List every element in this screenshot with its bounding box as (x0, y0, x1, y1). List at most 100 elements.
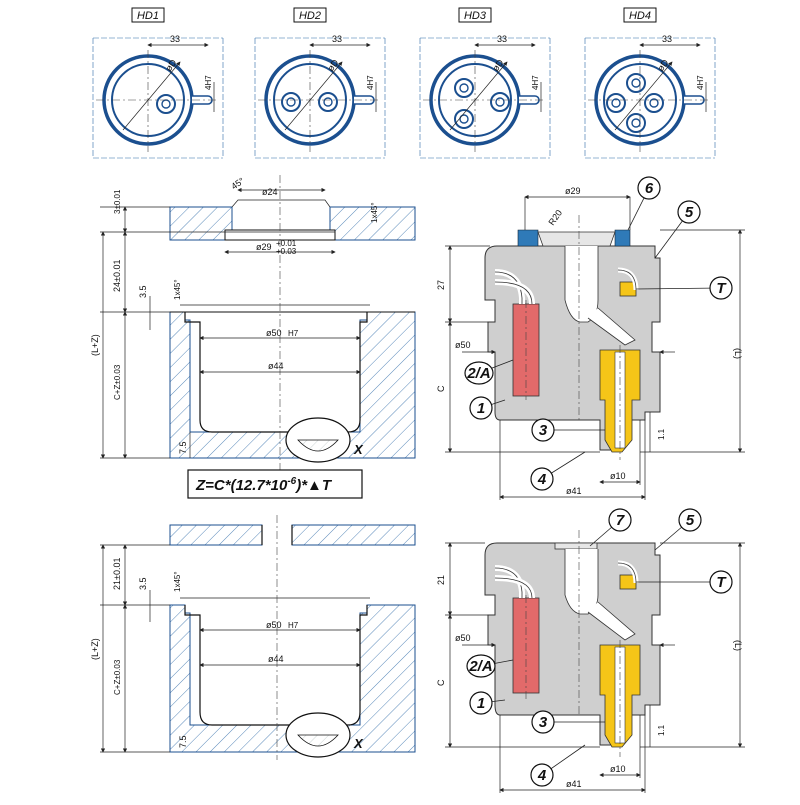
asm-b-h11-label: 1.1 (657, 724, 666, 736)
svg-text:4: 4 (537, 471, 547, 488)
dim-4h7-label: 4H7 (366, 75, 375, 90)
asm-b-h21-label: 21 (436, 575, 446, 585)
svg-text:5: 5 (685, 204, 694, 221)
formula-exponent: -6 (287, 476, 296, 487)
svg-text:1: 1 (477, 695, 485, 712)
head-label: HD4 (629, 10, 651, 22)
dim-33-label: 33 (332, 34, 342, 44)
asm-d41-label: ø41 (566, 486, 582, 496)
svg-text:5: 5 (686, 512, 695, 529)
head-label: HD1 (137, 10, 159, 22)
callout-2-a: 2/A (466, 654, 514, 678)
chamfer-top-label: 1x45° (370, 202, 379, 223)
chamfer-mid-label: 1x45° (173, 279, 182, 300)
asm-h27-label: 27 (436, 280, 446, 290)
callouts-top: 6 5T 2/A 1 3 4 (464, 176, 733, 491)
h21-label: 21±0.01 (112, 558, 122, 590)
d50-label-b: ø50 (266, 620, 282, 630)
section-view-bottom: 21±0.01 3.5 1x45° (L+Z) C+Z±0.03 ø50 H7 … (90, 515, 416, 760)
h75-label-b: 7.5 (178, 735, 188, 748)
svg-text:3: 3 (539, 714, 548, 731)
dim-33-label: 33 (662, 34, 672, 44)
svg-text:Z=C*(12.7*10-6)*▲T: Z=C*(12.7*10-6)*▲T (195, 476, 333, 494)
dim-4h7-label: 4H7 (204, 75, 213, 90)
formula-tail: )*▲T (294, 477, 333, 494)
h75-label: 7.5 (178, 441, 188, 454)
svg-text:4: 4 (537, 767, 547, 784)
asm-d29-label: ø29 (565, 186, 581, 196)
dim-33-label: 33 (170, 34, 180, 44)
d50-tol-label-b: H7 (288, 621, 299, 630)
lz-label-b: (L+Z) (90, 638, 100, 660)
formula-box: Z=C*(12.7*10-6)*▲T (187, 469, 363, 499)
callout-5: 5 (654, 200, 701, 259)
callout-2-a: 2/A (464, 359, 514, 385)
dim-33-label: 33 (497, 34, 507, 44)
asm-r20-label: R20 (546, 208, 564, 227)
callout-1: 1 (469, 396, 506, 420)
formula-text: Z=C*(12.7*10 (195, 477, 288, 494)
asm-b-l-label: (L) (733, 640, 743, 651)
angle-label: 45° (229, 175, 246, 191)
asm-l-label: (L) (733, 348, 743, 359)
svg-text:3: 3 (539, 422, 548, 439)
dim-4h7-label: 4H7 (696, 75, 705, 90)
svg-text:2/A: 2/A (466, 365, 490, 382)
detail-x-label-b: X (353, 736, 364, 751)
callout-t: T (636, 570, 733, 594)
chamfer-label-b: 1x45° (173, 571, 182, 592)
d44-label: ø44 (268, 361, 284, 371)
h24-label: 24±0.01 (112, 260, 122, 292)
svg-text:7: 7 (616, 512, 625, 529)
callout-t: T (635, 276, 733, 300)
d50-tol-label: H7 (288, 329, 299, 338)
detail-x-label: X (353, 442, 364, 457)
d29-tol-dn: +0.03 (276, 247, 297, 256)
asm-h11-label: 1.1 (657, 428, 666, 440)
callout-3: 3 (531, 710, 605, 734)
lz-label: (L+Z) (90, 334, 100, 356)
asm-b-d50-label: ø50 (455, 633, 471, 643)
asm-d10-label: ø10 (610, 471, 626, 481)
asm-c-label: C (436, 385, 446, 392)
assembly-view-top: ø29 R20 27 ø50 C (L) 1.1 ø10 ø41 6 5T 2/A 1… (436, 176, 745, 500)
section-view-top: 45° ø24 1x45° ø29 +0.01 +0.03 3±0.01 24±… (90, 175, 416, 470)
d29-label: ø29 (256, 242, 272, 252)
h35-label: 3.5 (138, 285, 148, 298)
d44-label-b: ø44 (268, 654, 284, 664)
d50-label: ø50 (266, 328, 282, 338)
h35-label-b: 3.5 (138, 577, 148, 590)
cz-label-b: C+Z±0.03 (113, 659, 122, 695)
callout-7: 7 (589, 508, 632, 547)
svg-text:1: 1 (477, 400, 485, 417)
d24-label: ø24 (262, 187, 278, 197)
d29-tol-up: +0.01 (276, 239, 297, 248)
dim-4h7-label: 4H7 (531, 75, 540, 90)
asm-b-d41-label: ø41 (566, 779, 582, 789)
h3-label: 3±0.01 (113, 189, 122, 214)
callout-1: 1 (469, 691, 506, 715)
cz-label: C+Z±0.03 (113, 364, 122, 400)
svg-text:2/A: 2/A (468, 658, 492, 675)
head-label: HD2 (299, 10, 321, 22)
svg-text:T: T (716, 280, 727, 297)
callout-6: 6 (627, 176, 661, 231)
svg-text:6: 6 (645, 180, 654, 197)
callout-5: 5 (654, 508, 702, 551)
head-label: HD3 (464, 10, 487, 22)
asm-d50-label: ø50 (455, 340, 471, 350)
callout-4: 4 (530, 451, 586, 491)
callouts-bottom: 7 5T 2/A 1 3 4 (466, 508, 733, 787)
callout-3: 3 (531, 418, 605, 442)
asm-b-c-label: C (436, 679, 446, 686)
callout-4: 4 (530, 744, 586, 787)
svg-text:T: T (716, 574, 727, 591)
